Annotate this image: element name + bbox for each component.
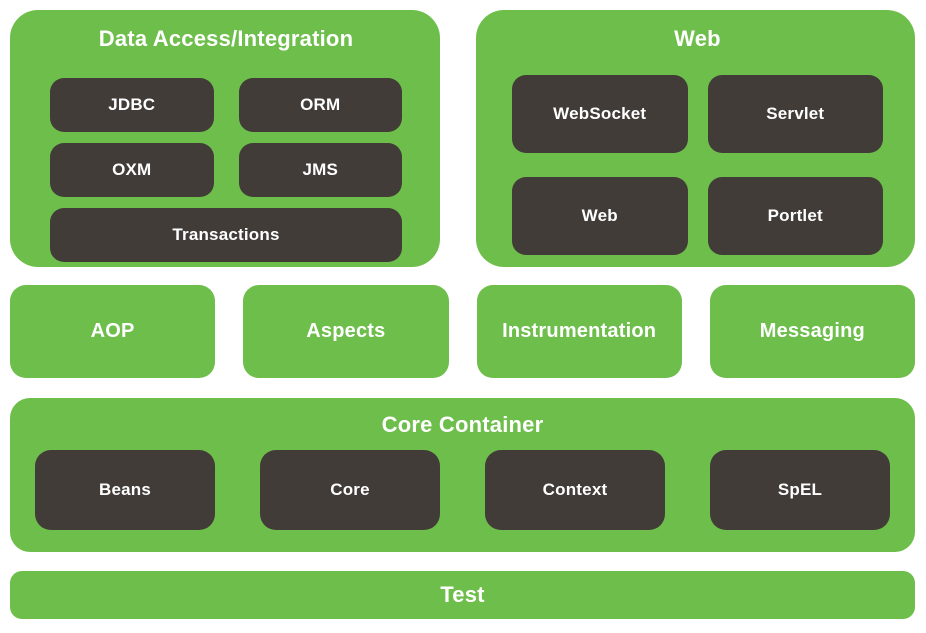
core-module-row: Beans Core Context SpEL bbox=[35, 450, 890, 530]
layer-messaging: Messaging bbox=[709, 285, 915, 378]
module-context: Context bbox=[485, 450, 665, 530]
layer-aspects: Aspects bbox=[243, 285, 449, 378]
layer-web: Web WebSocket Servlet Web Portlet bbox=[476, 10, 915, 267]
layer-test: Test bbox=[10, 571, 915, 619]
data-access-module-grid: JDBC ORM OXM JMS Transactions bbox=[50, 78, 402, 262]
layer-data-access-integration: Data Access/Integration JDBC ORM OXM JMS… bbox=[10, 10, 440, 267]
module-orm: ORM bbox=[238, 78, 402, 132]
module-beans: Beans bbox=[35, 450, 215, 530]
layer-core-container: Core Container Beans Core Context SpEL bbox=[10, 398, 915, 552]
module-websocket: WebSocket bbox=[512, 75, 688, 153]
module-core: Core bbox=[260, 450, 440, 530]
layer-instrumentation: Instrumentation bbox=[476, 285, 682, 378]
web-module-grid: WebSocket Servlet Web Portlet bbox=[512, 75, 883, 255]
layer-aop: AOP bbox=[10, 285, 216, 378]
module-oxm: OXM bbox=[50, 143, 214, 197]
module-web: Web bbox=[512, 177, 688, 255]
module-jdbc: JDBC bbox=[50, 78, 214, 132]
module-portlet: Portlet bbox=[707, 177, 883, 255]
layer-test-title: Test bbox=[440, 582, 485, 607]
layer-web-title: Web bbox=[674, 26, 721, 51]
layer-core-container-title: Core Container bbox=[381, 412, 544, 437]
middleware-row: AOP Aspects Instrumentation Messaging bbox=[10, 285, 915, 378]
module-servlet: Servlet bbox=[707, 75, 883, 153]
module-spel: SpEL bbox=[710, 450, 890, 530]
module-transactions: Transactions bbox=[50, 208, 402, 262]
module-jms: JMS bbox=[238, 143, 402, 197]
layer-data-access-title: Data Access/Integration bbox=[98, 26, 354, 51]
